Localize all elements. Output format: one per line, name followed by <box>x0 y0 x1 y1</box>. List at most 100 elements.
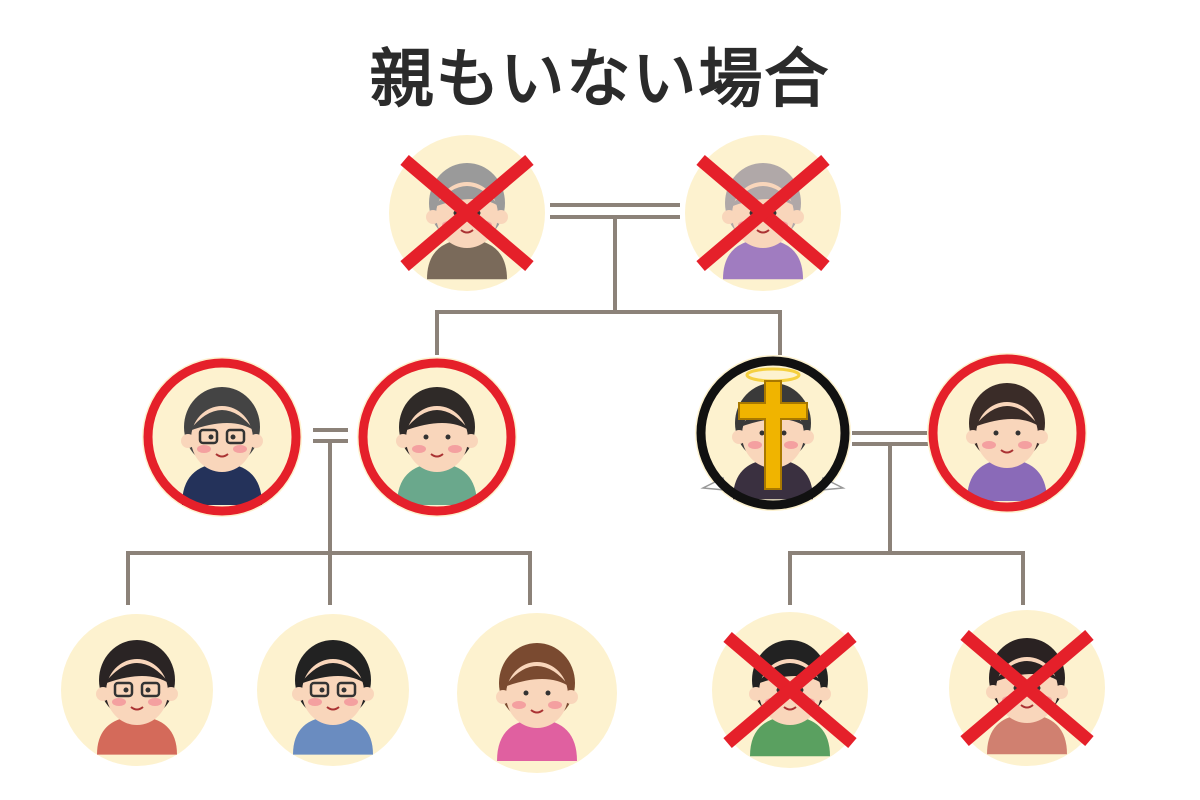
glasses-icon <box>225 428 246 445</box>
glasses-icon <box>309 681 330 698</box>
shirt <box>723 239 803 280</box>
eye <box>781 430 787 436</box>
shirt <box>182 463 262 505</box>
bangs <box>504 666 570 687</box>
eye <box>545 690 551 696</box>
cross-icon <box>738 380 808 490</box>
ear <box>817 687 831 701</box>
mouth <box>1020 704 1034 709</box>
ear <box>564 690 578 704</box>
bangs <box>974 406 1040 427</box>
ear <box>426 210 440 224</box>
cheek <box>1018 441 1032 449</box>
person-deceased-uncle <box>695 355 851 511</box>
mouth <box>530 709 544 714</box>
ear <box>164 687 178 701</box>
ear <box>292 687 306 701</box>
glasses-icon <box>113 681 134 698</box>
person-child-1 <box>61 614 213 766</box>
ear <box>800 430 814 444</box>
cheek <box>448 445 462 453</box>
glasses-icon <box>336 681 357 698</box>
connector-line <box>435 310 782 355</box>
shirt <box>497 719 577 761</box>
shirt <box>97 716 177 755</box>
eye <box>1015 430 1021 436</box>
mouth <box>460 229 474 234</box>
ear <box>1054 685 1068 699</box>
shirt <box>750 716 830 757</box>
bangs <box>300 663 366 684</box>
shirt <box>427 239 507 280</box>
mouth <box>1000 449 1014 454</box>
ear <box>966 430 980 444</box>
cheek <box>512 701 526 709</box>
person-cousin-2 <box>949 610 1105 766</box>
eye <box>341 687 347 693</box>
person-grandfather <box>389 135 545 291</box>
cheek <box>982 441 996 449</box>
ear <box>722 210 736 224</box>
deceased-ring-marker <box>696 356 850 510</box>
red-x-icon <box>400 155 534 271</box>
mouth <box>215 453 229 458</box>
ear <box>181 434 195 448</box>
eye <box>123 687 129 693</box>
cheek <box>233 445 247 453</box>
ear <box>986 685 1000 699</box>
cheek <box>784 441 798 449</box>
mouth <box>430 453 444 458</box>
ear <box>732 430 746 444</box>
ear <box>464 434 478 448</box>
eye <box>208 434 214 440</box>
person-mother <box>357 357 517 517</box>
shirt <box>987 714 1067 755</box>
eye <box>993 430 999 436</box>
glasses-icon <box>140 681 161 698</box>
cheek <box>308 698 322 706</box>
eye <box>523 690 529 696</box>
cheek <box>748 441 762 449</box>
person-cousin-1 <box>712 612 868 768</box>
person-aunt <box>927 353 1087 513</box>
cheek <box>344 698 358 706</box>
mouth <box>783 706 797 711</box>
ear <box>790 210 804 224</box>
cheek <box>112 698 126 706</box>
shirt <box>967 459 1047 501</box>
connector-line <box>788 551 1025 605</box>
cheek <box>548 701 562 709</box>
person-child-3 <box>457 613 617 773</box>
shirt <box>397 463 477 505</box>
mouth <box>756 229 770 234</box>
eye <box>445 434 451 440</box>
cheek <box>197 445 211 453</box>
page-title: 親もいない場合 <box>369 43 831 117</box>
eye <box>759 430 765 436</box>
person-grandmother <box>685 135 841 291</box>
ear <box>249 434 263 448</box>
bangs <box>404 410 470 431</box>
red-ring-marker <box>928 354 1086 512</box>
mouth <box>326 706 340 711</box>
bangs <box>189 410 255 431</box>
bangs <box>104 663 170 684</box>
red-ring-marker <box>143 358 301 516</box>
person-child-2 <box>257 614 409 766</box>
eye <box>319 687 325 693</box>
glasses-icon <box>198 428 219 445</box>
cheek <box>148 698 162 706</box>
ear <box>1034 430 1048 444</box>
red-x-icon <box>960 630 1094 746</box>
red-x-icon <box>723 632 857 748</box>
ear <box>494 210 508 224</box>
ear <box>96 687 110 701</box>
person-father-in-law <box>142 357 302 517</box>
ear <box>496 690 510 704</box>
ear <box>749 687 763 701</box>
shirt <box>293 716 373 755</box>
ear <box>396 434 410 448</box>
eye <box>145 687 151 693</box>
ear <box>360 687 374 701</box>
